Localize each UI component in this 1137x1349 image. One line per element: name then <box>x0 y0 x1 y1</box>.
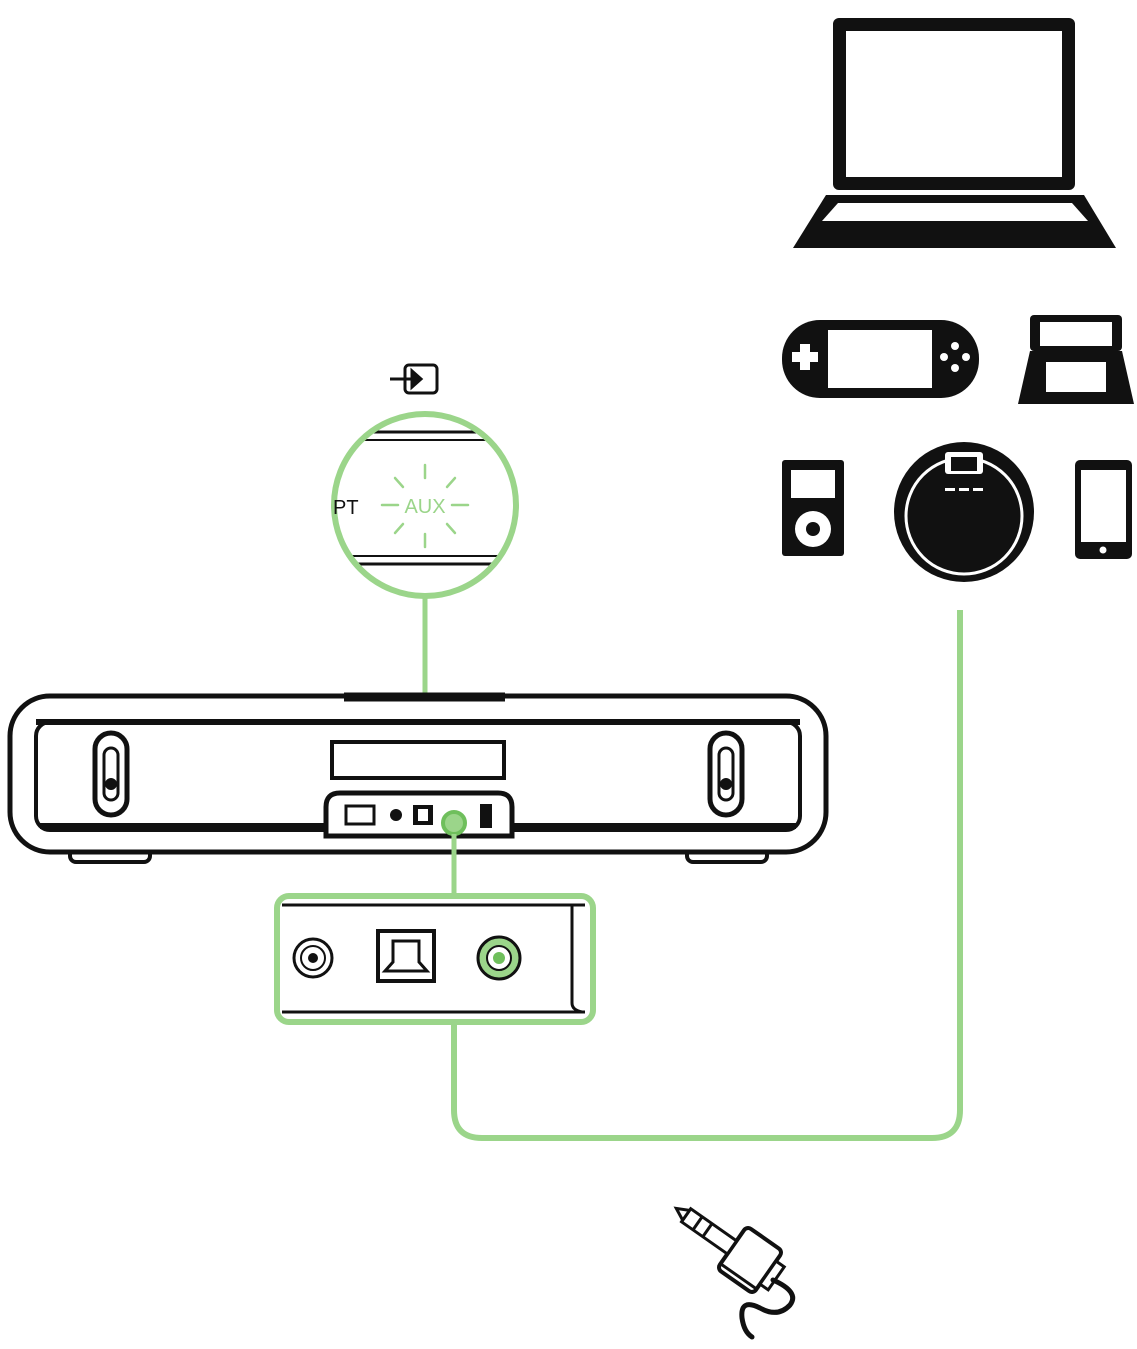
aux-indicator-zoom: PT AUX <box>331 411 519 599</box>
handheld-console-icon <box>782 320 979 398</box>
dual-screen-console-icon <box>1018 315 1134 404</box>
3-5mm-audio-plug-icon <box>673 1206 787 1294</box>
rear-port-panel <box>323 790 515 839</box>
zoom-label-aux: AUX <box>404 496 445 518</box>
smartphone-icon <box>1075 460 1132 559</box>
plug-cable-tail <box>739 1277 796 1340</box>
media-device-icon <box>894 442 1034 582</box>
music-player-icon <box>782 460 844 556</box>
port-zoom-panel <box>274 893 596 1025</box>
zoom-label-partial: PT <box>333 497 359 519</box>
aux-cable-line <box>451 610 963 1141</box>
soundbar <box>7 692 829 864</box>
optical-port-icon <box>376 929 436 983</box>
mount-keyhole-left <box>92 730 130 818</box>
input-source-icon <box>390 363 439 395</box>
aux-port-highlight <box>441 810 467 836</box>
coaxial-port-icon <box>292 937 334 979</box>
laptop-icon <box>793 18 1116 248</box>
aux-port-icon <box>476 935 522 981</box>
mount-keyhole-right <box>707 730 745 818</box>
